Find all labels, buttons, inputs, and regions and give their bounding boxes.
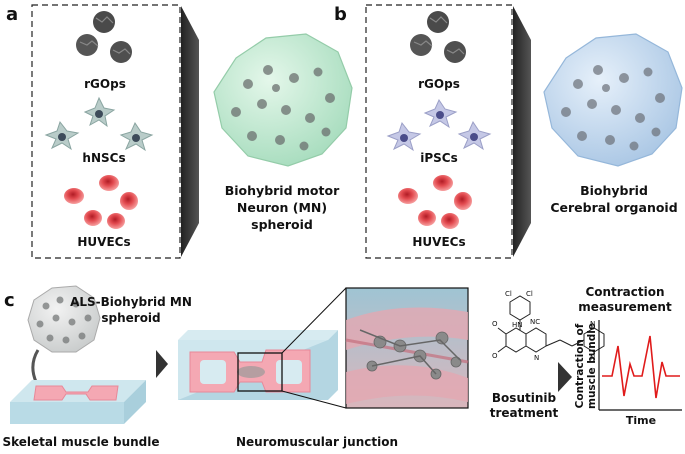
panel-b-result-line-2: Cerebral organoid [550, 200, 677, 215]
panel-c-zoom-line-bottom [281, 390, 347, 409]
panel-c-letter: c [4, 290, 15, 311]
panel-c-drug-line-2: treatment [490, 406, 559, 420]
panel-b-rgop-particles [410, 11, 466, 63]
panel-c-arrow-1 [156, 350, 168, 378]
panel-c-spheroid-line-1: ALS-Biohybrid MN [70, 295, 192, 309]
panel-c-nmj-substrate [178, 330, 338, 400]
panel-a: a rGOps hNSCs [6, 4, 353, 259]
panel-a-mn-spheroid [213, 33, 353, 167]
svg-text:O: O [492, 320, 498, 328]
panel-c-plot-ylabel-1: Contraction of [574, 323, 586, 408]
panel-c-plot-xlabel: Time [626, 414, 656, 427]
panel-c-contraction-title-1: Contraction [585, 285, 664, 299]
panel-a-hnsc-cells [44, 96, 154, 152]
svg-text:O: O [492, 352, 498, 360]
svg-text:NC: NC [530, 318, 540, 326]
panel-c-drug-line-1: Bosutinib [492, 391, 557, 405]
panel-c-bosutinib-atoms: Cl Cl HN O O NC N N N [492, 290, 595, 362]
panel-c-arrow-2 [558, 362, 572, 392]
panel-c-bosutinib-structure [497, 295, 605, 353]
svg-text:Cl: Cl [526, 290, 533, 298]
panel-b-item-2: iPSCs [420, 151, 458, 165]
panel-a-result-line-1: Biohybrid motor [225, 183, 340, 198]
panel-b-item-3: HUVECs [412, 235, 465, 249]
panel-b-arrow-cone [513, 6, 531, 257]
svg-text:N: N [534, 354, 539, 362]
panel-a-result-line-2: Neuron (MN) [237, 200, 327, 215]
panel-c-muscle-label: Skeletal muscle bundle [2, 435, 159, 449]
panel-b-ipsc-cells [386, 98, 492, 152]
panel-c-contraction-trace [602, 335, 680, 399]
panel-c-zoom-line-top [281, 287, 347, 354]
svg-text:Cl: Cl [505, 290, 512, 298]
panel-c-zoom-box [237, 352, 283, 392]
panel-a-letter: a [6, 4, 18, 25]
panel-c-plot-ylabel-2: muscle bundle [586, 323, 598, 409]
panel-c-zoom-inset [345, 287, 469, 409]
svg-text:N: N [590, 354, 595, 362]
panel-b: b rGOps iPSCs [334, 4, 683, 259]
panel-b-ingredient-box [365, 4, 513, 259]
panel-b-huvec-cells [398, 175, 472, 229]
panel-a-item-1: rGOps [84, 77, 126, 91]
panel-c-nmj-label: Neuromuscular junction [236, 435, 398, 449]
panel-b-cerebral-organoid [543, 33, 683, 167]
panel-b-item-1: rGOps [418, 77, 460, 91]
panel-b-letter: b [334, 4, 347, 25]
panel-a-result-line-3: spheroid [251, 217, 313, 232]
panel-a-rgop-particles [76, 11, 132, 63]
panel-b-result-line-1: Biohybrid [580, 183, 648, 198]
panel-a-arrow-cone [181, 6, 199, 257]
panel-a-item-2: hNSCs [82, 151, 125, 165]
panel-c: c ALS-Biohybrid MN spheroid Skeletal mus… [2, 285, 682, 449]
svg-text:N: N [590, 320, 595, 328]
panel-c-spheroid-line-2: spheroid [101, 311, 160, 325]
panel-c-muscle-substrate [10, 380, 146, 424]
panel-c-als-spheroid [27, 285, 101, 353]
svg-text:HN: HN [512, 321, 523, 329]
panel-a-item-3: HUVECs [77, 235, 130, 249]
panel-c-contraction-title-2: measurement [578, 300, 672, 314]
panel-a-huvec-cells [64, 175, 138, 229]
panel-a-ingredient-box [31, 4, 181, 259]
